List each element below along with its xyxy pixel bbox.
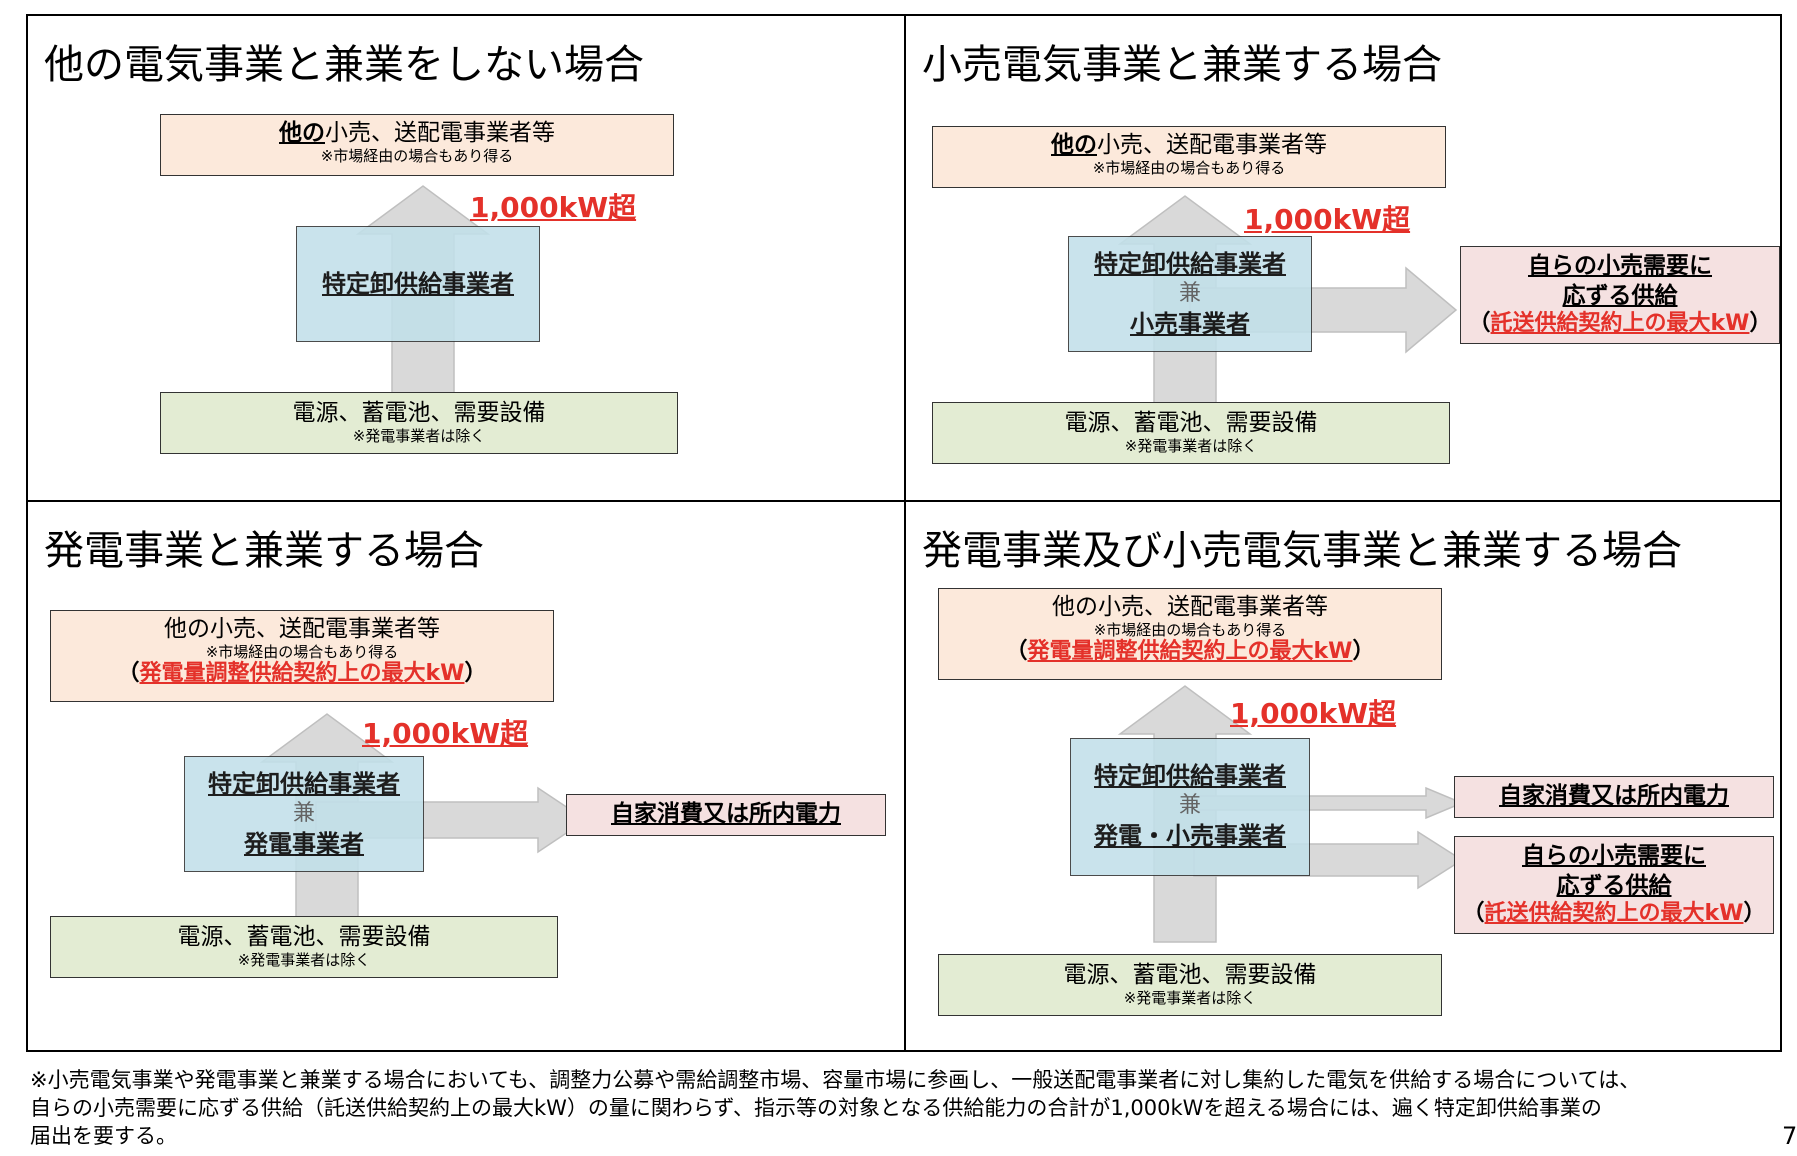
side-box-own-retail-demand: 自らの小売需要に 応ずる供給 （託送供給契約上の最大kW）: [1454, 836, 1774, 934]
side-box-own-retail-demand: 自らの小売需要に 応ずる供給 （託送供給契約上の最大kW）: [1460, 246, 1780, 344]
entity-box: 特定卸供給事業者 兼 発電事業者: [184, 756, 424, 872]
bottom-box-sources: 電源、蓄電池、需要設備 ※発電事業者は除く: [160, 392, 678, 454]
page-number: 7: [1782, 1122, 1797, 1150]
entity-box: 特定卸供給事業者 兼 小売事業者: [1068, 236, 1312, 352]
footnote-line: 自らの小売需要に応ずる供給（託送供給契約上の最大kW）の量に関わらず、指示等の対…: [30, 1096, 1602, 1120]
panel-title: 他の電気事業と兼業をしない場合: [44, 42, 644, 88]
threshold-label: 1,000kW超: [470, 191, 637, 224]
panel-with-retail: 小売電気事業と兼業する場合 他の小売、送配電事業者等 ※市場経由の場合もあり得る…: [904, 14, 1782, 502]
top-box-other-retailers: 他の小売、送配電事業者等 ※市場経由の場合もあり得る （発電量調整供給契約上の最…: [938, 588, 1442, 680]
footnote-line: 届出を要する。: [30, 1124, 177, 1148]
side-box-self-consumption: 自家消費又は所内電力: [566, 794, 886, 836]
top-box-other-retailers: 他の小売、送配電事業者等 ※市場経由の場合もあり得る: [932, 126, 1446, 188]
entity-box: 特定卸供給事業者: [296, 226, 540, 342]
footnote: ※小売電気事業や発電事業と兼業する場合においても、調整力公募や需給調整市場、容量…: [30, 1066, 1770, 1150]
threshold-label: 1,000kW超: [1244, 203, 1411, 236]
panel-no-other-business: 他の電気事業と兼業をしない場合 他の小売、送配電事業者等 ※市場経由の場合もあり…: [26, 14, 906, 502]
panel-title: 発電事業と兼業する場合: [44, 528, 484, 574]
panel-with-generation-and-retail: 発電事業及び小売電気事業と兼業する場合 他の小売、送配電事業者等 ※市場経由の場…: [904, 500, 1782, 1052]
entity-box: 特定卸供給事業者 兼 発電・小売事業者: [1070, 738, 1310, 876]
threshold-label: 1,000kW超: [362, 717, 529, 750]
panel-title: 発電事業及び小売電気事業と兼業する場合: [922, 528, 1682, 574]
panel-title: 小売電気事業と兼業する場合: [922, 42, 1442, 88]
threshold-label: 1,000kW超: [1230, 697, 1397, 730]
top-box-other-retailers: 他の小売、送配電事業者等 ※市場経由の場合もあり得る （発電量調整供給契約上の最…: [50, 610, 554, 702]
bottom-box-sources: 電源、蓄電池、需要設備 ※発電事業者は除く: [938, 954, 1442, 1016]
footnote-line: ※小売電気事業や発電事業と兼業する場合においても、調整力公募や需給調整市場、容量…: [30, 1068, 1641, 1092]
bottom-box-sources: 電源、蓄電池、需要設備 ※発電事業者は除く: [932, 402, 1450, 464]
side-box-self-consumption: 自家消費又は所内電力: [1454, 776, 1774, 818]
bottom-box-sources: 電源、蓄電池、需要設備 ※発電事業者は除く: [50, 916, 558, 978]
panel-with-generation: 発電事業と兼業する場合 他の小売、送配電事業者等 ※市場経由の場合もあり得る （…: [26, 500, 906, 1052]
top-box-other-retailers: 他の小売、送配電事業者等 ※市場経由の場合もあり得る: [160, 114, 674, 176]
